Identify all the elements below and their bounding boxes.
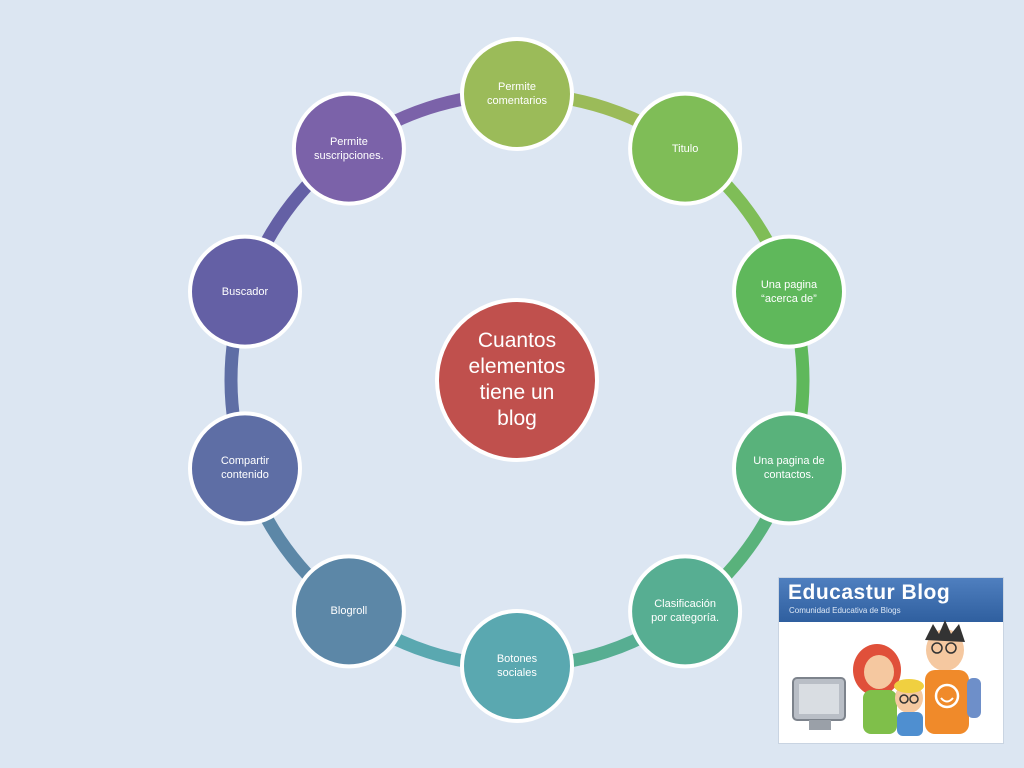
ring-node-4: [628, 554, 743, 669]
ring-node-label-5: Botones sociales: [496, 653, 538, 679]
ring-node-9: [291, 91, 406, 206]
ring-node-1: [628, 91, 743, 206]
ring-node-3: [732, 411, 847, 526]
logo-brand: Educastur Blog: [788, 581, 951, 604]
ring-node-8: [187, 234, 302, 349]
ring-node-6: [291, 554, 406, 669]
ring-node-2: [732, 234, 847, 349]
educastur-logo: Educastur Blog Comunidad Educativa de Bl…: [778, 577, 1004, 744]
ring-node-0: [460, 37, 574, 151]
ring-node-label-8: Buscador: [221, 285, 269, 298]
center-label: Cuantos elementos tiene un blog: [468, 329, 566, 430]
ring-node-label-6: Blogroll: [330, 605, 368, 618]
ring-node-label-2: Una pagina “acerca de”: [760, 278, 818, 305]
ring-node-label-7: Compartir contenido: [220, 455, 270, 482]
ring-node-7: [187, 411, 302, 526]
logo-tagline: Comunidad Educativa de Blogs: [789, 606, 901, 615]
ring-node-label-0: Permite comentarios: [487, 81, 547, 107]
ring-node-label-9: Permite suscripciones.: [314, 135, 384, 162]
ring-nodes: [187, 37, 847, 723]
ring-node-5: [460, 609, 574, 723]
ring-node-label-1: Titulo: [671, 142, 699, 155]
logo-banner: [779, 578, 1003, 622]
ring-node-label-4: Clasificación por categoría.: [651, 598, 720, 625]
center-circle: [435, 298, 599, 462]
illustration-kids-computer: [792, 620, 981, 736]
ring-node-label-3: Una pagina de contactos.: [753, 455, 825, 482]
